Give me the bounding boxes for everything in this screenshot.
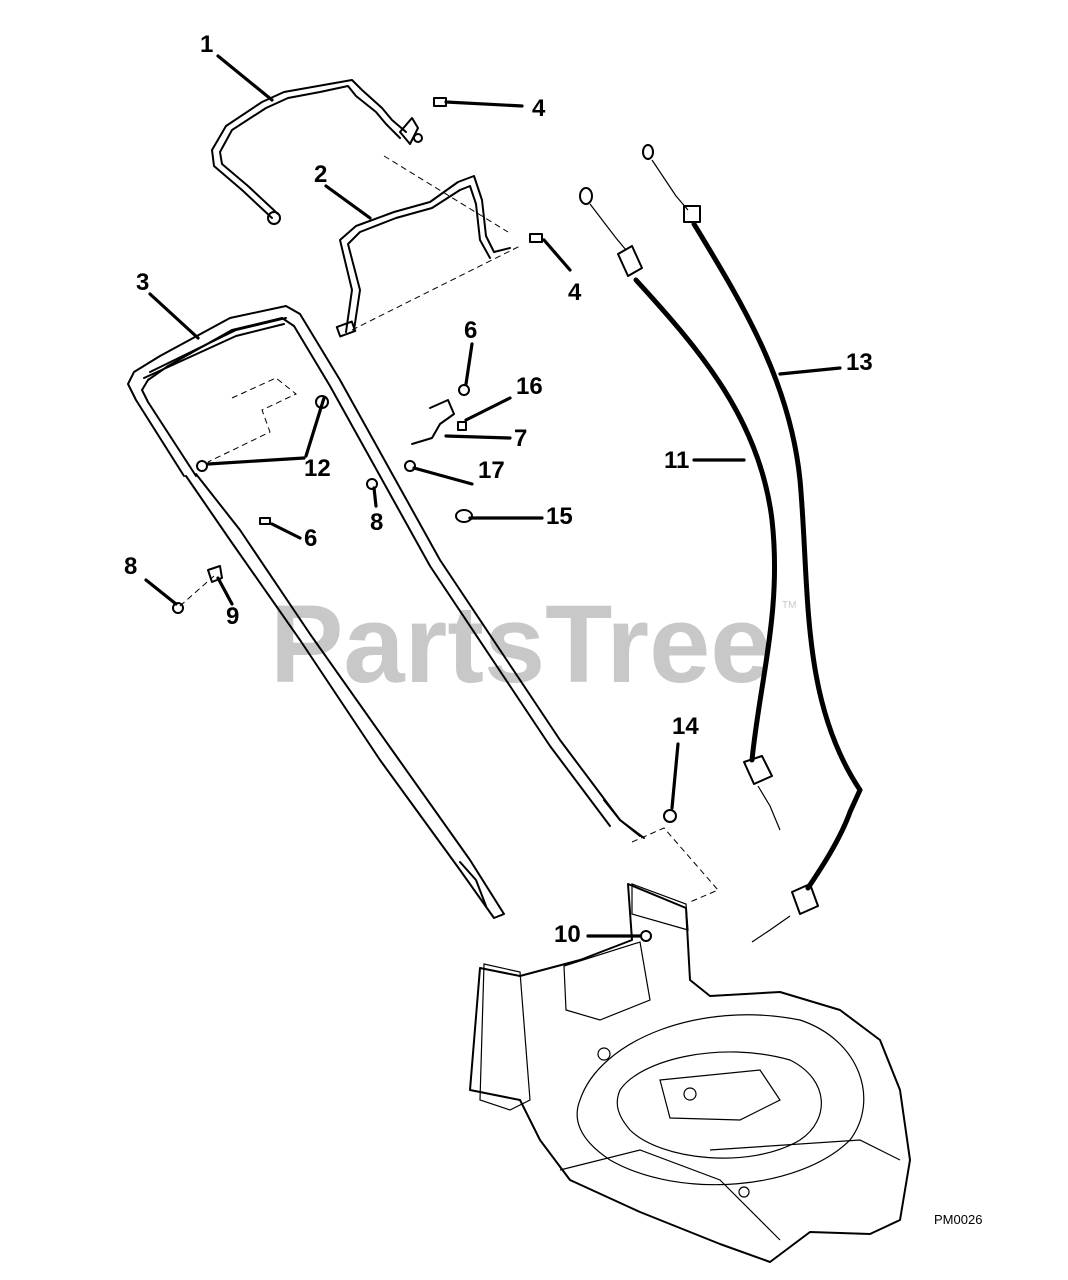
callout-8-lower: 8	[124, 553, 137, 580]
screw-16	[457, 421, 467, 431]
cable-11	[579, 187, 781, 831]
callout-7: 7	[514, 425, 527, 452]
pin-upper	[433, 97, 447, 107]
callout-3: 3	[136, 269, 149, 296]
fitting-12-lower	[196, 460, 208, 472]
leader-13	[778, 366, 842, 376]
leader-12-lower	[206, 456, 306, 466]
leader-16	[464, 396, 512, 422]
leader-8-lower	[144, 578, 178, 606]
watermark-trademark: TM	[782, 600, 796, 611]
leader-7	[444, 434, 512, 440]
callout-2: 2	[314, 161, 327, 188]
watermark-text: PartsTree	[270, 583, 771, 706]
leader-17	[412, 466, 474, 486]
nut-17	[404, 460, 416, 472]
callout-17: 17	[478, 457, 505, 484]
callout-13: 13	[846, 349, 873, 376]
pin-6-lower	[259, 517, 271, 525]
leader-6-lower	[270, 522, 302, 540]
callout-9: 9	[226, 603, 239, 630]
callout-16: 16	[516, 373, 543, 400]
callout-1: 1	[200, 31, 213, 58]
leader-14	[670, 742, 680, 810]
callout-15: 15	[546, 503, 573, 530]
cable-13	[642, 144, 863, 943]
main-handle	[127, 305, 645, 919]
leader-2	[324, 184, 372, 220]
callout-4-lower: 4	[568, 279, 582, 306]
bolt-9	[207, 565, 223, 583]
leader-3	[148, 292, 200, 340]
callout-11: 11	[664, 447, 689, 474]
nut-10	[640, 930, 652, 942]
figure-code: PM0026	[934, 1212, 982, 1227]
callout-12: 12	[304, 455, 331, 482]
clip-15	[455, 509, 473, 523]
control-bail-lower	[335, 175, 511, 338]
leader-4-lower	[542, 238, 572, 272]
bracket-7	[411, 399, 455, 445]
leader-4-upper	[444, 100, 524, 108]
leader-9	[216, 576, 234, 606]
leader-6-upper	[464, 342, 474, 386]
callout-14: 14	[672, 713, 699, 740]
leader-1	[216, 54, 274, 102]
bolt-14	[663, 809, 677, 823]
callout-8-upper: 8	[370, 509, 383, 536]
callout-4-upper: 4	[532, 95, 546, 122]
callout-10: 10	[554, 921, 581, 948]
mower-deck	[469, 883, 911, 1263]
nut-8-lower	[172, 602, 184, 614]
control-bail-upper	[211, 79, 423, 225]
nut-8-upper	[366, 478, 378, 490]
leader-12-upper	[304, 396, 326, 458]
leader-8-upper	[372, 486, 378, 508]
callout-6-lower: 6	[304, 525, 317, 552]
callout-6-upper: 6	[464, 317, 477, 344]
pin-lower	[529, 233, 543, 243]
fitting-6-upper	[458, 384, 470, 396]
